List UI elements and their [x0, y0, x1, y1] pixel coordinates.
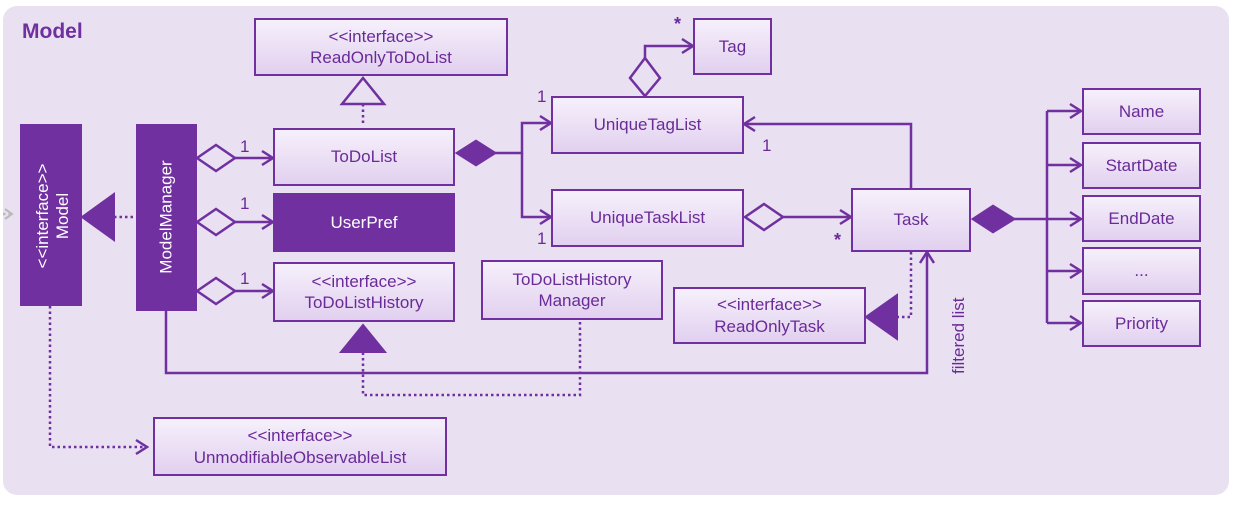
- priority-box: Priority: [1082, 300, 1201, 347]
- readonlytodolist-box: <<interface>> ReadOnlyToDoList: [254, 18, 508, 76]
- multiplicity-taglist-right: 1: [762, 136, 772, 155]
- todolisthistorymanager-box: ToDoListHistory Manager: [481, 260, 663, 320]
- model-interface-box: [20, 124, 82, 306]
- edge-todolist-uniquetaglist: [495, 121, 551, 155]
- arrow-task-up-icon: [918, 249, 936, 264]
- class-name: UserPref: [330, 212, 398, 232]
- enddate-box: EndDate: [1082, 195, 1201, 242]
- arrow-observablelist-icon: [135, 438, 150, 456]
- readonlytask-box: <<interface>> ReadOnlyTask: [673, 287, 866, 344]
- ellipsis-box: ...: [1082, 247, 1201, 295]
- uniquetaglist-box: UniqueTagList: [551, 96, 744, 154]
- class-name: ReadOnlyToDoList: [310, 48, 452, 67]
- aggregation-tag-icon: [628, 55, 662, 98]
- class-name: ToDoList: [330, 147, 398, 167]
- edge-manager-task: [164, 252, 929, 375]
- arrow-ellipsis-icon: [1069, 262, 1084, 280]
- task-box: Task: [851, 188, 971, 252]
- edge-task-uniquetaglist: [744, 122, 913, 188]
- class-name-line1: ToDoListHistory: [512, 269, 632, 289]
- offscreen-arrow-icon: [4, 208, 14, 220]
- class-name: StartDate: [1105, 155, 1178, 175]
- class-name: ToDoListHistory: [304, 293, 424, 312]
- realization-model-icon: [80, 192, 115, 242]
- modelmanager-box: [136, 124, 197, 311]
- class-name: UniqueTagList: [593, 115, 702, 135]
- edge-label-filtered-list: filtered list: [949, 297, 968, 374]
- edge-task-realizes: [897, 252, 913, 319]
- class-name-line2: Manager: [538, 291, 606, 310]
- arrow-enddate-icon: [1069, 210, 1084, 228]
- class-name: UniqueTaskList: [589, 208, 706, 228]
- multiplicity-tag: *: [674, 14, 682, 34]
- class-name: Model: [53, 192, 73, 240]
- todolist-box: ToDoList: [273, 128, 455, 186]
- class-name: EndDate: [1108, 208, 1175, 228]
- edge-uniquetaglist-tag: [643, 44, 693, 63]
- class-name: Name: [1118, 101, 1165, 121]
- package-title: Model: [22, 20, 83, 43]
- edge-todolist-uniquetasklist: [520, 153, 551, 219]
- unmodifiableobservablelist-box: <<interface>> UnmodifiableObservableList: [153, 417, 447, 476]
- model-interface-label: <<interface>> Model: [33, 125, 72, 307]
- name-box: Name: [1082, 88, 1201, 135]
- aggregation-history-icon: [194, 276, 238, 306]
- stereotype: <<interface>>: [311, 271, 417, 291]
- class-name: Priority: [1115, 313, 1168, 333]
- multiplicity-task: *: [834, 230, 842, 250]
- aggregation-userpref-icon: [194, 207, 238, 237]
- multiplicity-todolist: 1: [240, 137, 250, 156]
- modelmanager-label: ModelManager: [156, 160, 176, 274]
- composition-todolist-icon: [454, 139, 498, 167]
- composition-task-icon: [970, 204, 1017, 234]
- todolisthistory-box: <<interface>> ToDoListHistory: [273, 262, 455, 322]
- userpref-box: UserPref: [273, 193, 455, 252]
- stereotype: <<interface>>: [247, 426, 353, 446]
- edge-model-observablelist: [48, 306, 143, 449]
- multiplicity-userpref: 1: [240, 194, 250, 213]
- class-name: Task: [893, 210, 929, 230]
- aggregation-todolist-icon: [194, 143, 238, 173]
- arrow-name-icon: [1069, 102, 1084, 120]
- class-name: Tag: [718, 36, 747, 56]
- class-name: ...: [1134, 261, 1149, 281]
- arrow-startdate-icon: [1069, 156, 1084, 174]
- startdate-box: StartDate: [1082, 142, 1201, 189]
- uniquetasklist-box: UniqueTaskList: [551, 189, 744, 247]
- realization-history-icon: [338, 323, 388, 353]
- aggregation-task-icon: [742, 202, 786, 232]
- class-name: ReadOnlyTask: [714, 316, 825, 336]
- arrow-taglist-back-icon: [741, 115, 756, 133]
- stereotype: <<interface>>: [717, 295, 822, 315]
- class-name: UnmodifiableObservableList: [193, 447, 407, 467]
- tag-box: Tag: [693, 18, 772, 75]
- realization-readonlytodolist-icon: [339, 76, 387, 106]
- multiplicity-taglist-left: 1: [537, 87, 547, 106]
- stereotype: <<interface>>: [328, 26, 434, 46]
- stereotype: <<interface>>: [33, 163, 52, 269]
- multiplicity-tasklist: 1: [537, 229, 547, 248]
- model-package-frame: [3, 6, 1229, 495]
- realization-readonlytask-icon: [864, 293, 898, 341]
- multiplicity-history: 1: [240, 269, 250, 288]
- arrow-priority-icon: [1069, 314, 1084, 332]
- edge-historymanager-realizes: [361, 322, 582, 397]
